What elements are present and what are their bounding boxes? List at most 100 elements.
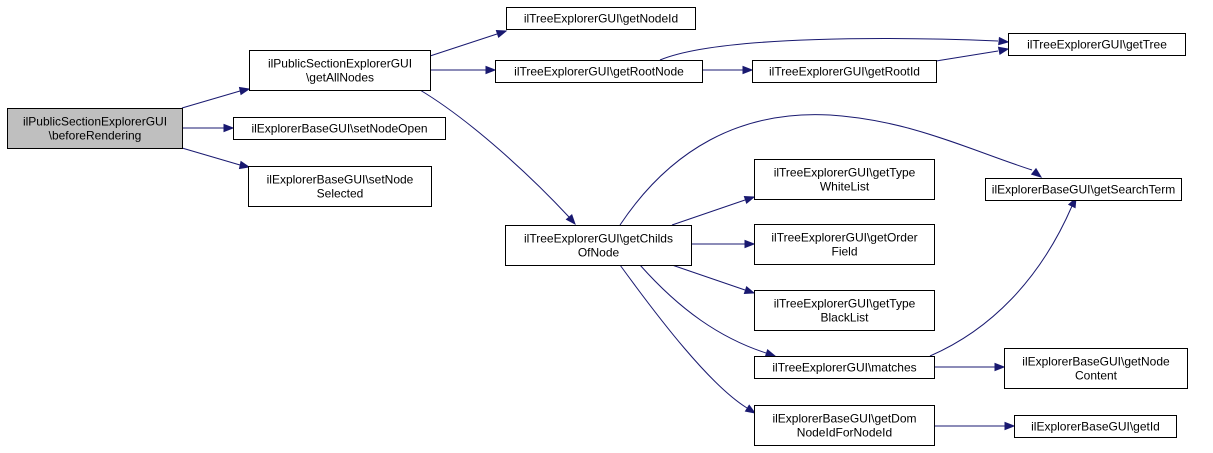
node-label-line: ilTreeExplorerGUI\matches xyxy=(772,361,916,375)
edge-line xyxy=(419,89,570,218)
node-box[interactable] xyxy=(754,159,935,200)
edge-line xyxy=(671,199,746,226)
node-n5[interactable]: ilTreeExplorerGUI\getRootNode xyxy=(495,60,703,83)
edge-line xyxy=(671,264,746,291)
node-n4[interactable]: ilTreeExplorerGUI\getNodeId xyxy=(506,7,696,30)
node-label-line: ilExplorerBaseGUI\getDom xyxy=(772,412,916,426)
node-box[interactable] xyxy=(1014,415,1177,438)
node-label-line: ilTreeExplorerGUI\getRootNode xyxy=(514,65,684,79)
arrowhead-icon xyxy=(565,214,576,226)
node-label-line: ilExplorerBaseGUI\setNode xyxy=(267,173,414,187)
node-label-line: Content xyxy=(1075,369,1118,383)
edge-n8-to-n11 xyxy=(671,264,756,295)
edge-line xyxy=(181,147,241,166)
edge-n6-to-n7 xyxy=(935,46,1010,62)
node-n12[interactable]: ilTreeExplorerGUI\matches xyxy=(754,356,935,379)
node-box[interactable] xyxy=(249,50,431,91)
edge-n0-to-n3 xyxy=(181,147,251,170)
arrowhead-icon xyxy=(764,348,777,358)
arrowhead-icon xyxy=(743,285,756,295)
edge-n0-to-n2 xyxy=(182,123,235,133)
edge-n1-to-n5 xyxy=(430,65,497,75)
arrowhead-icon xyxy=(998,36,1010,46)
edge-n5-to-n6 xyxy=(702,65,754,75)
edge-line xyxy=(181,90,241,109)
edge-n8-to-n13 xyxy=(619,264,757,414)
node-label-line: \getAllNodes xyxy=(306,71,374,85)
arrowhead-icon xyxy=(1030,167,1043,178)
arrowhead-icon xyxy=(744,239,756,249)
edge-n5-to-n7 xyxy=(659,36,1010,61)
arrowhead-icon xyxy=(238,86,251,96)
arrowhead-icon xyxy=(997,46,1010,56)
arrowhead-icon xyxy=(1004,421,1016,431)
node-label-line: ilTreeExplorerGUI\getTree xyxy=(1027,38,1167,52)
node-label-line: Selected xyxy=(317,187,364,201)
node-box[interactable] xyxy=(7,108,183,149)
node-n16[interactable]: ilExplorerBaseGUI\getId xyxy=(1014,415,1177,438)
node-n1[interactable]: ilPublicSectionExplorerGUI\getAllNodes xyxy=(249,50,431,91)
node-box[interactable] xyxy=(233,117,446,140)
node-label-line: ilPublicSectionExplorerGUI xyxy=(23,115,167,129)
edge-line xyxy=(619,114,1033,226)
node-label-line: ilTreeExplorerGUI\getChilds xyxy=(524,232,673,246)
node-box[interactable] xyxy=(754,405,935,446)
node-label-line: ilPublicSectionExplorerGUI xyxy=(268,57,412,71)
node-label-line: ilTreeExplorerGUI\getType xyxy=(774,297,916,311)
edge-n8-to-n9 xyxy=(671,195,756,226)
edge-n1-to-n4 xyxy=(429,29,508,57)
node-box[interactable] xyxy=(505,225,692,266)
node-label-line: OfNode xyxy=(578,246,620,260)
edge-line xyxy=(619,264,748,409)
arrowhead-icon xyxy=(743,195,756,205)
node-box[interactable] xyxy=(248,166,432,207)
node-label-line: ilExplorerBaseGUI\getId xyxy=(1031,420,1160,434)
node-n2[interactable]: ilExplorerBaseGUI\setNodeOpen xyxy=(233,117,446,140)
edge-n13-to-n16 xyxy=(934,421,1016,431)
node-label-line: ilTreeExplorerGUI\getType xyxy=(774,166,916,180)
arrowhead-icon xyxy=(223,123,235,133)
node-label-line: ilTreeExplorerGUI\getNodeId xyxy=(524,12,678,26)
node-box[interactable] xyxy=(1008,33,1186,56)
node-label-line: WhiteList xyxy=(820,180,870,194)
arrowhead-icon xyxy=(495,29,508,39)
edge-n12-to-n15 xyxy=(934,362,1006,372)
node-box[interactable] xyxy=(506,7,696,30)
node-label-line: ilExplorerBaseGUI\getSearchTerm xyxy=(992,183,1175,197)
node-box[interactable] xyxy=(985,178,1182,201)
edge-n8-to-n10 xyxy=(691,239,756,249)
edge-line xyxy=(935,50,999,62)
arrowhead-icon xyxy=(485,65,497,75)
node-box[interactable] xyxy=(754,356,935,379)
edge-line xyxy=(639,264,767,354)
node-n7[interactable]: ilTreeExplorerGUI\getTree xyxy=(1008,33,1186,56)
node-n0[interactable]: ilPublicSectionExplorerGUI\beforeRenderi… xyxy=(7,108,183,149)
node-label-line: ilTreeExplorerGUI\getOrder xyxy=(771,231,917,245)
node-box[interactable] xyxy=(752,60,937,83)
node-box[interactable] xyxy=(1004,348,1188,389)
node-box[interactable] xyxy=(754,224,935,265)
node-n6[interactable]: ilTreeExplorerGUI\getRootId xyxy=(752,60,937,83)
node-n14[interactable]: ilExplorerBaseGUI\getSearchTerm xyxy=(985,178,1182,201)
node-label-line: Field xyxy=(831,245,857,259)
edge-line xyxy=(429,33,498,57)
node-label-line: BlackList xyxy=(820,311,869,325)
node-box[interactable] xyxy=(754,290,935,331)
node-label-line: ilExplorerBaseGUI\getNode xyxy=(1022,355,1170,369)
node-label-line: NodeIdForNodeId xyxy=(797,426,892,440)
arrowhead-icon xyxy=(744,404,757,414)
node-label-line: ilTreeExplorerGUI\getRootId xyxy=(769,65,920,79)
edges-layer xyxy=(181,29,1077,431)
edge-n0-to-n1 xyxy=(181,86,251,109)
edge-n8-to-n14 xyxy=(619,114,1043,226)
node-label-line: ilExplorerBaseGUI\setNodeOpen xyxy=(251,122,427,136)
arrowhead-icon xyxy=(238,160,251,170)
node-box[interactable] xyxy=(495,60,703,83)
